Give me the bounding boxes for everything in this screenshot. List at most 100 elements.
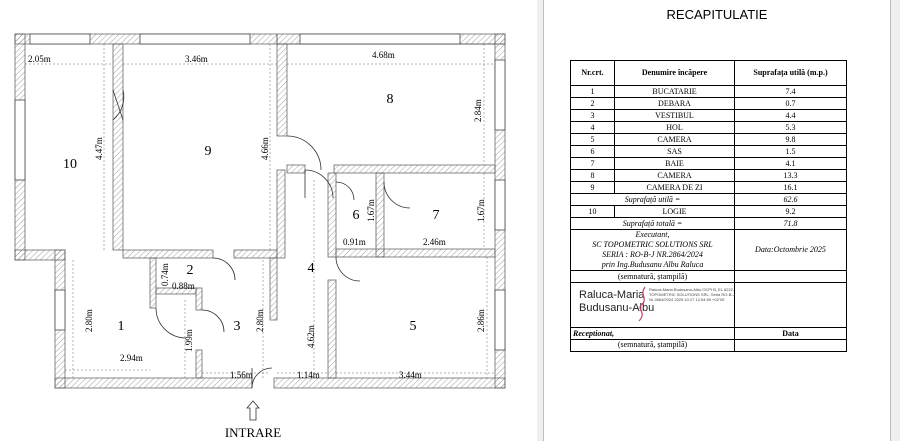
executant-series: SERIA : RO-B-J NR.2864/2024	[602, 250, 703, 259]
window	[14, 99, 26, 181]
dim-label: 4.66m	[260, 137, 270, 160]
door-swing	[335, 256, 361, 282]
dim-label: 3.46m	[185, 54, 208, 64]
wall	[269, 257, 278, 321]
cell-nr: 5	[570, 133, 615, 146]
cell-area: 4.1	[734, 157, 847, 170]
cell-name: BUCATARIE	[614, 85, 735, 98]
recap-title: RECAPITULATIE	[666, 7, 768, 22]
cell-area: 16.1	[734, 181, 847, 194]
data-label: Data	[734, 327, 847, 340]
total-label: Suprafață totală =	[570, 217, 735, 230]
executant-engineer: prin Ing.Budusanu Albu Raluca	[601, 260, 704, 269]
dim-label: 4.62m	[306, 325, 316, 348]
grand-total-row: Suprafață totală = 71.8	[570, 217, 847, 230]
window	[494, 289, 506, 351]
room-label-7: 7	[433, 208, 440, 223]
dim-label: 2.46m	[423, 237, 446, 247]
wall	[327, 172, 337, 258]
cell-name: BAIE	[614, 157, 735, 170]
received-signature-row: (semnatură, ștampilă)	[570, 339, 847, 352]
recap-table: Nr.crt. Denumire încăpere Suprafața util…	[570, 60, 847, 352]
cell-nr: 8	[570, 169, 615, 182]
door-swing	[251, 367, 273, 389]
received-label: Receptionat,	[570, 327, 735, 340]
signature-name-first: Raluca-Maria	[579, 289, 645, 301]
table-row: 10 LOGIE 9.2	[570, 205, 847, 218]
table-header-row: Nr.crt. Denumire încăpere Suprafața util…	[570, 60, 847, 86]
util-label: Suprafață utilă =	[570, 193, 735, 206]
dim-label: 0.74m	[160, 263, 170, 286]
room-label-10: 10	[63, 157, 77, 172]
empty-cell	[734, 339, 847, 352]
dim-label: 1.67m	[476, 199, 486, 222]
wall	[375, 172, 385, 258]
signature-label: (semnatură, ștampilă)	[570, 270, 735, 283]
cell-area: 13.3	[734, 169, 847, 182]
dim-label: 1.99m	[184, 329, 194, 352]
window	[299, 33, 461, 45]
window	[139, 33, 251, 45]
cell-area: 5.3	[734, 121, 847, 134]
signature-row: Raluca-Maria Budusanu-Albu Raluca-Maria …	[570, 282, 847, 328]
document-page: RECAPITULATIE Nr.crt. Denumire încăpere …	[543, 0, 891, 441]
wall	[233, 249, 278, 259]
wall	[327, 279, 337, 379]
dim-label: 2.94m	[120, 353, 143, 363]
door-swing	[304, 169, 334, 199]
window	[494, 179, 506, 231]
floor-plan: 2.05m 3.46m 4.68m 4.47m 4.66m 2.84m 1.67…	[14, 33, 506, 440]
window	[494, 59, 506, 131]
wall	[273, 377, 506, 389]
dim-label: 2.84m	[473, 99, 483, 122]
room-label-2: 2	[187, 263, 194, 278]
received-row: Receptionat, Data	[570, 327, 847, 340]
room-label-5: 5	[410, 319, 417, 334]
wall	[122, 249, 214, 259]
wall	[335, 248, 496, 258]
door-swing	[212, 257, 236, 281]
wall	[333, 164, 496, 174]
door-swing	[383, 181, 411, 209]
executant-block: Executant, SC TOPOMETRIC SOLUTIONS SRL S…	[570, 229, 735, 271]
cell-name: LOGIE	[614, 205, 735, 218]
cell-nr: 9	[570, 181, 615, 194]
cell-area: 4.4	[734, 109, 847, 122]
total-value: 71.8	[734, 217, 847, 230]
header-area: Suprafața utilă (m.p.)	[734, 60, 847, 86]
cell-area: 9.8	[734, 133, 847, 146]
cell-nr: 2	[570, 97, 615, 110]
dim-label: 2.80m	[84, 309, 94, 332]
dim-label: 4.68m	[372, 50, 395, 60]
document-viewer: RECAPITULATIE Nr.crt. Denumire încăpere …	[537, 0, 900, 441]
dim-label: 2.80m	[255, 309, 265, 332]
cell-name: CAMERA	[614, 169, 735, 182]
empty-cell	[734, 270, 847, 283]
door-swing	[335, 181, 355, 201]
dim-label: 1.56m	[230, 370, 253, 380]
empty-cell	[734, 282, 847, 328]
window	[54, 289, 66, 331]
header-name: Denumire încăpere	[614, 60, 735, 86]
room-label-8: 8	[387, 92, 394, 107]
entrance-label: INTRARE	[225, 425, 281, 440]
dim-label: 2.86m	[476, 309, 486, 332]
dim-label: 1.14m	[297, 370, 320, 380]
wall	[54, 377, 253, 389]
window	[29, 33, 91, 45]
executant-company: SC TOPOMETRIC SOLUTIONS SRL	[592, 240, 713, 249]
signature-label-row: (semnatură, ștampilă)	[570, 270, 847, 283]
wall	[195, 349, 203, 379]
door-swing	[201, 309, 225, 333]
executant-line: Executant,	[635, 230, 670, 239]
wall	[195, 287, 203, 311]
cell-name: HOL	[614, 121, 735, 134]
wall	[276, 169, 286, 259]
cell-nr: 7	[570, 157, 615, 170]
wall	[286, 164, 306, 174]
